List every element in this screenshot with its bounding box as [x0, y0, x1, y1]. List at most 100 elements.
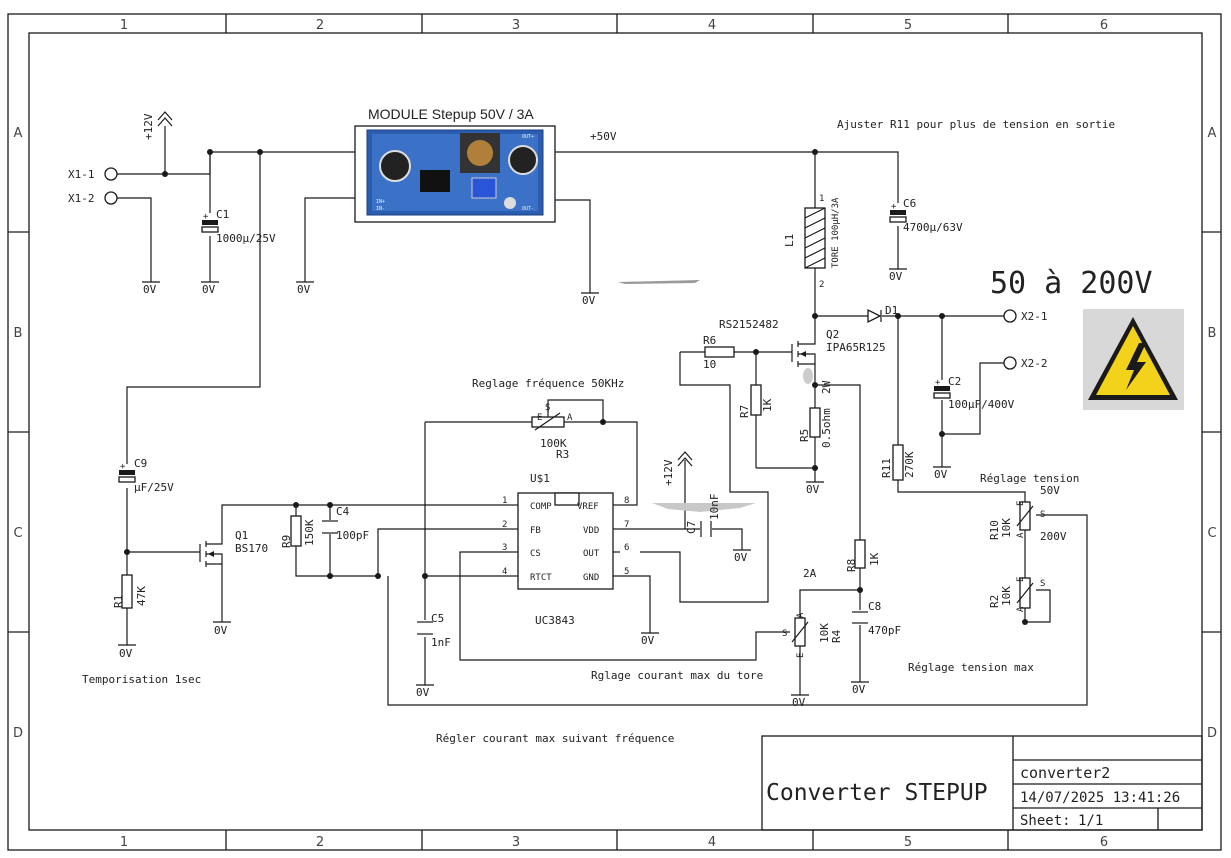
smudge-shape — [652, 503, 756, 512]
capacitor-c8: C8 470pF — [852, 600, 901, 637]
svg-text:+: + — [120, 462, 126, 472]
pot-pin-label: A — [567, 413, 573, 423]
part-ref: C9 — [134, 457, 147, 470]
part-ref: C5 — [431, 612, 444, 625]
junctions — [124, 149, 1028, 625]
smudge-shape — [803, 368, 813, 384]
part-ref: C4 — [336, 505, 350, 518]
mosfet-q1: Q1 BS170 — [199, 529, 268, 567]
power-rating: 2W — [820, 380, 833, 394]
module-capacitor-picture — [379, 150, 411, 182]
part-ref: C1 — [216, 208, 229, 221]
supply-12v-input: +12V — [142, 111, 173, 140]
net-label: +12V — [662, 459, 675, 486]
row-label: B — [1208, 326, 1217, 341]
part-value: BS170 — [235, 542, 268, 555]
col-label: 5 — [904, 835, 912, 850]
col-label: 4 — [708, 18, 716, 33]
connector-label: X2-1 — [1021, 310, 1048, 323]
date-stamp: 14/07/2025 13:41:26 — [1020, 790, 1180, 806]
gnd-label: 0V — [416, 686, 430, 699]
sheet-label: Sheet: — [1020, 813, 1071, 829]
part-value: 47K — [135, 586, 148, 606]
part-ref: Q2 — [826, 328, 839, 341]
pin-name: GND — [583, 573, 599, 583]
part-ref: R10 — [988, 520, 1001, 540]
drawing-frame — [7, 13, 1222, 851]
col-label: 2 — [316, 18, 324, 33]
connector-x1-2: X1-2 — [68, 191, 118, 205]
part-value: 100K — [540, 437, 567, 450]
column-labels-bottom: 1 2 3 4 5 6 — [120, 835, 1108, 850]
col-label: 4 — [708, 835, 716, 850]
part-value: 1000µ/25V — [216, 232, 276, 245]
part-ref: C7 — [685, 521, 698, 534]
title-text: Converter STEPUP — [766, 780, 988, 806]
module-title: MODULE Stepup 50V / 3A — [368, 106, 534, 122]
current-rating: 2A — [803, 567, 817, 580]
smudge-shape — [618, 280, 700, 284]
part-ref: R1 — [112, 595, 125, 608]
pin-number: 8 — [624, 496, 629, 506]
pin-number: 3 — [502, 543, 507, 553]
part-ref: D1 — [885, 304, 898, 317]
gnd-label: 0V — [214, 624, 228, 637]
resistor-r11: R11 270K — [880, 444, 916, 481]
gnd-label: 0V — [889, 270, 903, 283]
connector-x1-1: X1-1 — [68, 167, 118, 181]
part-ref: R9 — [280, 535, 293, 548]
row-label: A — [1208, 126, 1217, 141]
resistor-r7: R7 1K — [738, 384, 774, 418]
capacitor-c6: + C6 4700µ/63V — [889, 197, 963, 234]
pin-number: 2 — [819, 280, 824, 290]
part-ref: R11 — [880, 458, 893, 478]
connector-label: X1-1 — [68, 168, 95, 181]
pin-name: VREF — [577, 502, 599, 512]
potentiometer-r2: S E A R2 10K — [988, 577, 1045, 612]
pin-name: RTCT — [530, 573, 552, 583]
part-ref: R3 — [556, 448, 569, 461]
part-ref: Q1 — [235, 529, 248, 542]
connector-x2-2: X2-2 — [1003, 356, 1048, 370]
module-pin-label: OUT- — [522, 206, 534, 212]
part-value: 150K — [303, 519, 316, 546]
pin-number: 2 — [502, 520, 507, 530]
row-label: D — [1207, 726, 1217, 741]
row-label: C — [13, 526, 22, 541]
gnd-label: 0V — [734, 551, 748, 564]
gnd-label: 0V — [806, 483, 820, 496]
part-value: 270K — [903, 451, 916, 478]
note-courant-tore: Rglage courant max du tore — [591, 669, 763, 682]
gnd-label: 0V — [934, 468, 948, 481]
gnd-label: 0V — [202, 283, 216, 296]
gnd-label: 0V — [143, 283, 157, 296]
diode-d1: D1 RS2152482 — [719, 304, 898, 331]
pin-number: 7 — [624, 520, 629, 530]
ic-ref: U$1 — [530, 472, 550, 485]
part-value: IPA65R125 — [826, 341, 886, 354]
output-voltage-headline: 50 à 200V — [990, 266, 1153, 301]
capacitor-c9: + C9 µF/25V — [118, 457, 174, 494]
pot-pin-label: S — [545, 403, 550, 413]
potentiometer-r3: E S A 100K R3 — [531, 403, 573, 461]
part-ref: R5 — [798, 429, 811, 442]
module-screw-picture — [504, 197, 516, 209]
part-ref: C8 — [868, 600, 881, 613]
pin-number: 4 — [502, 567, 507, 577]
part-ref: R7 — [738, 405, 751, 418]
svg-text:+: + — [203, 212, 209, 222]
part-ref: R4 — [830, 629, 843, 643]
note-reglage-tension-max: Réglage tension max — [908, 661, 1034, 674]
mosfet-q2: Q2 IPA65R125 — [791, 328, 886, 384]
potentiometer-r4: S A E 10K R4 2A — [782, 567, 843, 658]
capacitor-c7: C7 10nF — [652, 494, 756, 537]
col-label: 6 — [1100, 18, 1108, 33]
note-reglage-tension: Réglage tension — [980, 472, 1079, 485]
note-frequency: Reglage fréquence 50KHz — [472, 377, 624, 390]
part-value: 4700µ/63V — [903, 221, 963, 234]
resistor-r1: R1 47K — [112, 574, 148, 609]
part-ref: R8 — [845, 559, 858, 572]
row-labels-left: A B C D — [13, 126, 23, 741]
pin-name: VDD — [583, 526, 599, 536]
pot-pin-label: E — [537, 413, 542, 423]
